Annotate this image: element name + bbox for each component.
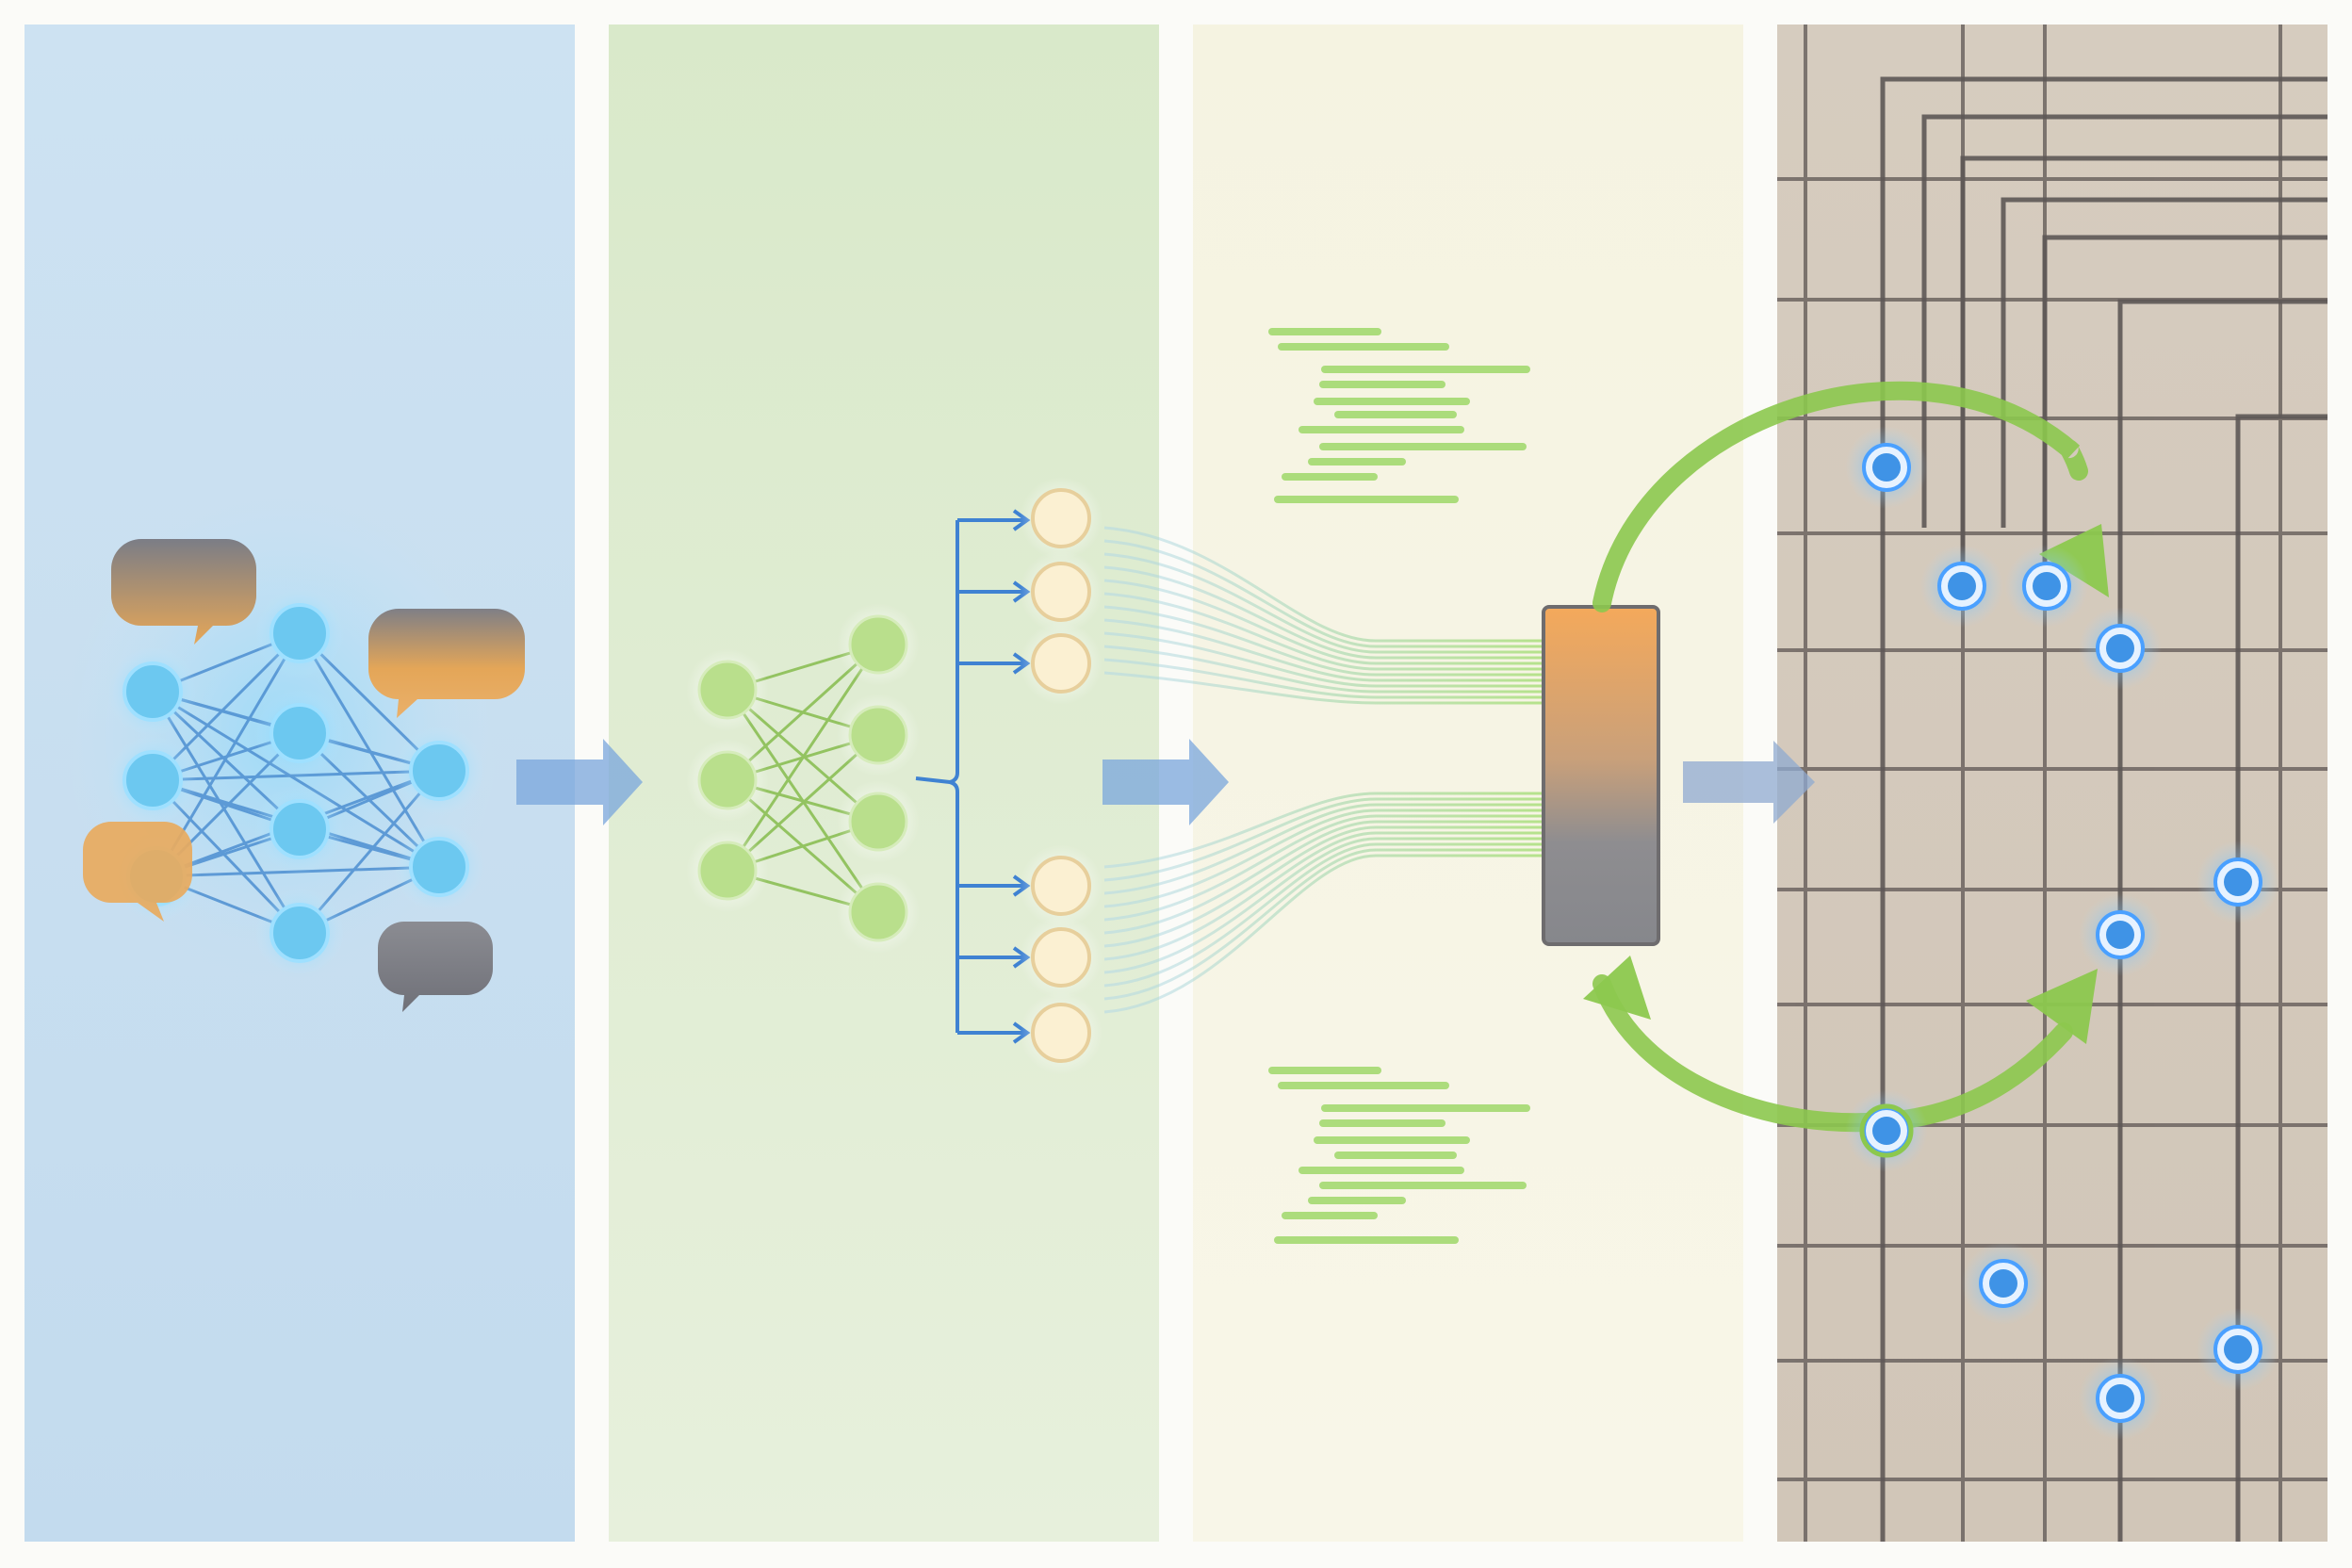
circuit-node-core	[2033, 572, 2061, 600]
signal-line	[1103, 825, 1542, 948]
speech-bubble-icon	[83, 822, 192, 922]
signal-line	[1103, 526, 1542, 643]
flow-arrow-icon	[1102, 739, 1229, 825]
signal-line	[1103, 792, 1542, 869]
signal-line	[1103, 671, 1542, 705]
signal-line	[1103, 803, 1542, 895]
flow-arrow-icon	[1683, 741, 1815, 824]
circuit-traces	[1880, 76, 2328, 1542]
network-edge	[152, 690, 440, 869]
signal-line	[1103, 842, 1542, 988]
loop-origin-ring	[1859, 1103, 1914, 1158]
output-node	[1031, 562, 1091, 622]
output-node	[1031, 488, 1091, 548]
circuit-node-core	[2106, 634, 2134, 662]
signal-line	[1103, 808, 1542, 908]
code-lines-top	[1268, 328, 1530, 503]
neural-network-icon	[686, 603, 920, 954]
network-node	[697, 750, 758, 810]
speech-bubble-icon	[378, 922, 493, 1012]
output-node	[1031, 633, 1091, 694]
network-node	[848, 614, 908, 675]
signal-line	[1103, 831, 1542, 961]
output-node	[1031, 1003, 1091, 1063]
signal-line	[1103, 854, 1542, 1014]
signal-line	[1103, 539, 1542, 648]
flow-arrow-icon	[516, 739, 643, 825]
signal-line	[1103, 837, 1542, 974]
network-edge	[726, 644, 880, 872]
circuit-node-core	[1872, 453, 1901, 482]
network-edge	[151, 691, 302, 934]
output-node	[1031, 927, 1091, 988]
network-node	[848, 792, 908, 852]
circuit-node-core	[2224, 1335, 2252, 1364]
network-node	[697, 841, 758, 901]
signal-line	[1103, 797, 1542, 882]
panel-signal-fusion	[1193, 24, 1743, 1542]
circuit-node-core	[1948, 572, 1976, 600]
circuit-node-core	[1989, 1269, 2017, 1298]
network-node	[270, 603, 330, 663]
signal-lines	[1103, 526, 1542, 1014]
signal-line	[1103, 618, 1542, 682]
signal-line	[1103, 814, 1542, 922]
signal-line	[1103, 552, 1542, 654]
signal-line	[1103, 820, 1542, 935]
network-node	[122, 750, 183, 810]
circuit-node-core	[2106, 921, 2134, 949]
output-node	[1031, 856, 1091, 916]
signal-line	[1103, 848, 1542, 1001]
circuit-node-core	[2224, 868, 2252, 896]
signal-line	[1103, 565, 1542, 660]
signal-line	[1103, 605, 1542, 677]
network-node	[409, 837, 469, 897]
network-node	[848, 705, 908, 765]
circuit-node-core	[2106, 1384, 2134, 1413]
signal-line	[1103, 658, 1542, 699]
network-node	[697, 660, 758, 720]
circuit-node-core	[1872, 1117, 1901, 1145]
signal-line	[1103, 592, 1542, 671]
network-node	[848, 882, 908, 942]
network-node	[270, 903, 330, 963]
speech-bubble-icon	[368, 609, 525, 718]
code-lines-bottom	[1268, 1067, 1530, 1244]
network-node	[122, 662, 183, 722]
network-node	[270, 703, 330, 763]
speech-bubble-icon	[111, 539, 256, 645]
signal-line	[1103, 645, 1542, 694]
network-node	[270, 799, 330, 859]
signal-line	[1103, 579, 1542, 665]
processor-block-icon	[1542, 605, 1660, 946]
network-node	[409, 741, 469, 801]
signal-line	[1103, 631, 1542, 688]
